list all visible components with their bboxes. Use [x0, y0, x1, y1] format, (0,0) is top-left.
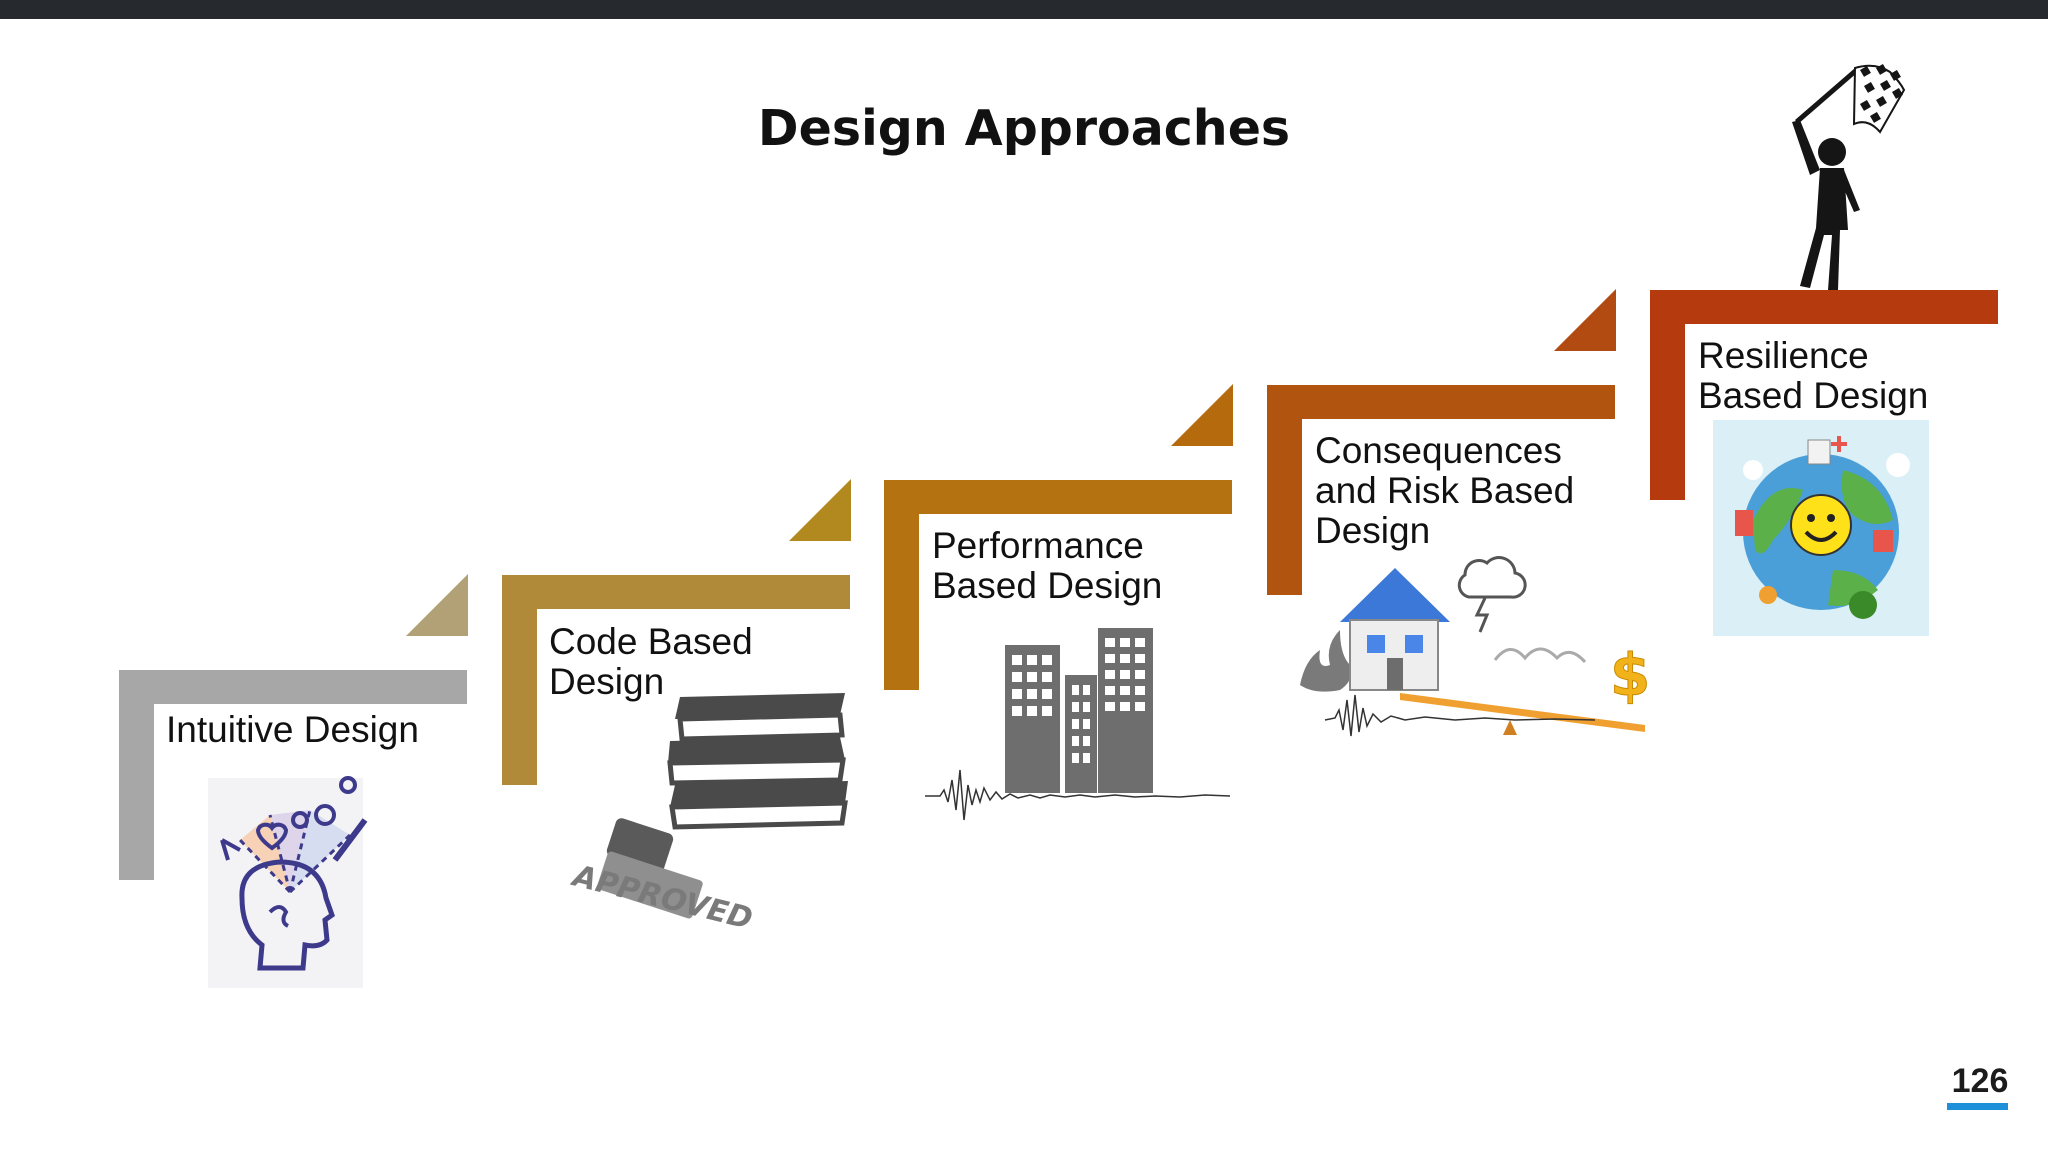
step-2-label: Code Based Design: [549, 622, 753, 702]
step-1-arrow-triangle: [406, 574, 468, 636]
head-ideas-icon: [208, 776, 368, 988]
step-1-side-bar: [119, 670, 154, 880]
smiling-globe-icon: [1713, 420, 1929, 636]
step-2-arrow-triangle: [789, 479, 851, 541]
top-bar: [0, 0, 2048, 19]
step-4-label-line-3: Design: [1315, 510, 1431, 551]
step-5-label-line-2: Based Design: [1698, 375, 1929, 416]
slide-title: Design Approaches: [757, 100, 1291, 157]
checkered-flag: [1852, 64, 1906, 134]
step-2-label-line-1: Code Based: [549, 621, 753, 662]
buildings-seismogram-icon: [925, 628, 1231, 821]
step-4-top-bar: [1267, 385, 1615, 419]
step-2-top-bar: [502, 575, 850, 609]
step-3-label-line-2: Based Design: [932, 565, 1163, 606]
step-4-label: Consequences and Risk Based Design: [1315, 431, 1574, 551]
page-number-underline: [1947, 1103, 2008, 1110]
step-3-side-bar: [884, 480, 919, 690]
step-3-label: Performance Based Design: [932, 526, 1162, 606]
step-5-label-line-1: Resilience: [1698, 335, 1869, 376]
person-checkered-flag-icon: [1792, 64, 1906, 290]
step-5-label: Resilience Based Design: [1698, 336, 1928, 416]
step-4-label-line-1: Consequences: [1315, 430, 1562, 471]
step-3-arrow-triangle: [1171, 384, 1233, 446]
step-2-side-bar: [502, 575, 537, 785]
step-4-side-bar: [1267, 385, 1302, 595]
step-4-arrow-triangle: [1554, 289, 1616, 351]
books-approved-stamp-icon: APPROVED: [568, 693, 848, 937]
step-2-label-line-2: Design: [549, 661, 665, 702]
house-risk-balance-icon: $: [1300, 556, 1651, 737]
step-4-label-line-2: and Risk Based: [1315, 470, 1575, 511]
step-5-top-bar: [1650, 290, 1998, 324]
step-1-top-bar: [119, 670, 467, 704]
step-5-side-bar: [1650, 290, 1685, 500]
page-number: 126: [1951, 1062, 2009, 1100]
step-3-label-line-1: Performance: [932, 525, 1144, 566]
step-1-label: Intuitive Design: [166, 710, 419, 750]
step-1-label-line-1: Intuitive Design: [166, 709, 419, 750]
svg-text:$: $: [1610, 641, 1650, 709]
step-3-top-bar: [884, 480, 1232, 514]
